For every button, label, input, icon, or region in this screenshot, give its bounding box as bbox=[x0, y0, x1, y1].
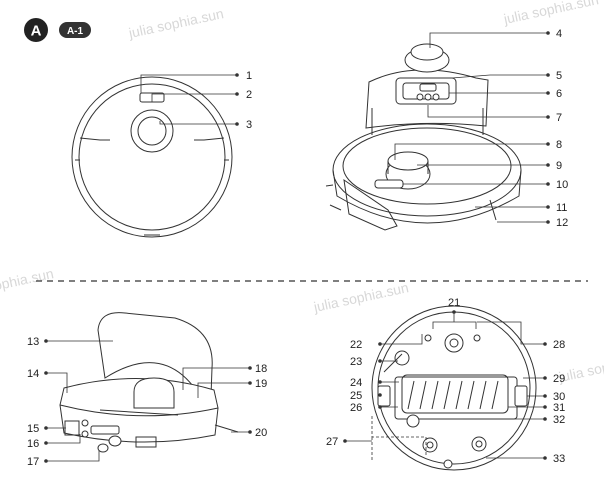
callout-3: 3 bbox=[246, 119, 252, 131]
callout-markers bbox=[44, 31, 550, 463]
bottom-view-leader-lines bbox=[345, 312, 545, 460]
callout-8: 8 bbox=[556, 139, 562, 151]
section-badge: A bbox=[24, 18, 48, 42]
callout-24: 24 bbox=[350, 377, 362, 389]
callout-30: 30 bbox=[553, 391, 565, 403]
callout-12: 12 bbox=[556, 217, 568, 229]
top-view-leader-lines bbox=[140, 74, 237, 125]
callout-22: 22 bbox=[350, 339, 362, 351]
callout-2: 2 bbox=[246, 89, 252, 101]
bottom-view-illustration bbox=[371, 305, 537, 471]
callout-5: 5 bbox=[556, 70, 562, 82]
watermark: julia sophia.sun bbox=[0, 265, 55, 301]
callout-31: 31 bbox=[553, 402, 565, 414]
callout-16: 16 bbox=[27, 438, 39, 450]
section-letter: A bbox=[31, 23, 42, 40]
watermark: julia sophia.sun bbox=[501, 0, 600, 27]
callout-10: 10 bbox=[556, 179, 568, 191]
callout-23: 23 bbox=[350, 356, 362, 368]
callout-25: 25 bbox=[350, 390, 362, 402]
callout-17: 17 bbox=[27, 456, 39, 468]
callout-13: 13 bbox=[27, 336, 39, 348]
section-tag-label: A-1 bbox=[67, 26, 84, 37]
watermark: julia sophia.sun bbox=[311, 279, 410, 315]
side-view-illustration bbox=[59, 312, 239, 453]
callout-15: 15 bbox=[27, 423, 39, 435]
side-view-leader-lines bbox=[46, 340, 250, 462]
callout-18: 18 bbox=[255, 363, 267, 375]
callout-29: 29 bbox=[553, 373, 565, 385]
perspective-view-leader-lines bbox=[394, 32, 548, 223]
callout-4: 4 bbox=[556, 28, 562, 40]
callout-26: 26 bbox=[350, 402, 362, 414]
callout-19: 19 bbox=[255, 378, 267, 390]
callout-11: 11 bbox=[556, 202, 567, 214]
callout-7: 7 bbox=[556, 112, 562, 124]
callout-32: 32 bbox=[553, 414, 565, 426]
callout-21: 21 bbox=[448, 297, 460, 309]
open-lid-top-panel bbox=[365, 43, 489, 135]
top-view-illustration bbox=[71, 76, 233, 238]
callout-33: 33 bbox=[553, 453, 565, 465]
callout-28: 28 bbox=[553, 339, 565, 351]
callout-20: 20 bbox=[255, 427, 267, 439]
callout-labels: 1 2 3 4 5 6 7 8 9 10 11 12 13 14 15 16 1… bbox=[27, 28, 568, 468]
callout-27: 27 bbox=[326, 436, 338, 448]
callout-6: 6 bbox=[556, 88, 562, 100]
callout-1: 1 bbox=[246, 70, 252, 82]
section-tag: A-1 bbox=[59, 22, 91, 38]
watermark: julia sophia.sun bbox=[126, 5, 225, 41]
callout-9: 9 bbox=[556, 160, 562, 172]
perspective-view-illustration bbox=[325, 123, 522, 231]
callout-14: 14 bbox=[27, 368, 39, 380]
